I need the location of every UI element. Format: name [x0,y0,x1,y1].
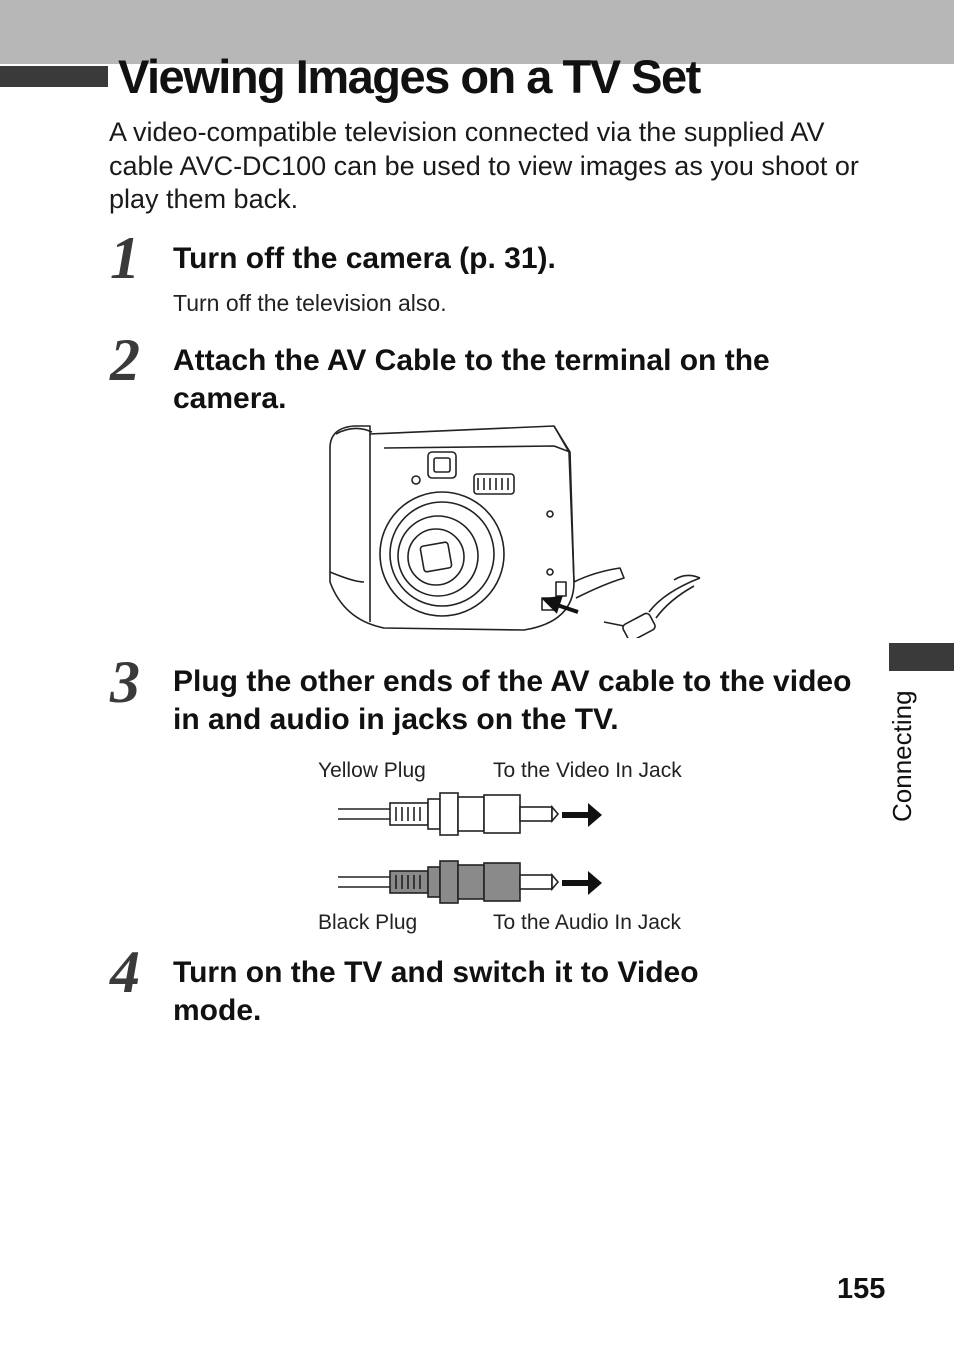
av-plugs-illustration [338,792,602,904]
page-title: Viewing Images on a TV Set [118,50,701,103]
black-plug [338,860,560,904]
step-3-heading: Plug the other ends of the AV cable to t… [173,665,852,736]
camera-av-terminal-illustration [329,425,701,638]
step-1-number: 1 [110,225,140,291]
title-accent-bar [0,66,108,87]
step-4-heading: Turn on the TV and switch it to Video mo… [173,956,699,1027]
video-jack-label: To the Video In Jack [493,759,682,782]
yellow-plug-label: Yellow Plug [318,759,426,782]
step-2-heading: Attach the AV Cable to the terminal on t… [173,344,770,415]
page-number: 155 [837,1273,886,1305]
side-tab-label: Connecting [887,690,917,822]
step-2-number: 2 [110,327,140,393]
arrow-video [562,803,602,827]
step-3-number: 3 [110,649,140,715]
step-4-number: 4 [110,939,140,1005]
side-tab-marker [889,643,954,671]
step-1-note: Turn off the television also. [173,290,447,316]
header-band [0,0,954,64]
yellow-plug [338,792,560,836]
arrow-audio [562,871,602,895]
intro-paragraph: A video-compatible television connected … [109,117,859,214]
step-1-heading: Turn off the camera (p. 31). [173,242,556,275]
audio-jack-label: To the Audio In Jack [493,911,681,934]
black-plug-label: Black Plug [318,911,418,934]
